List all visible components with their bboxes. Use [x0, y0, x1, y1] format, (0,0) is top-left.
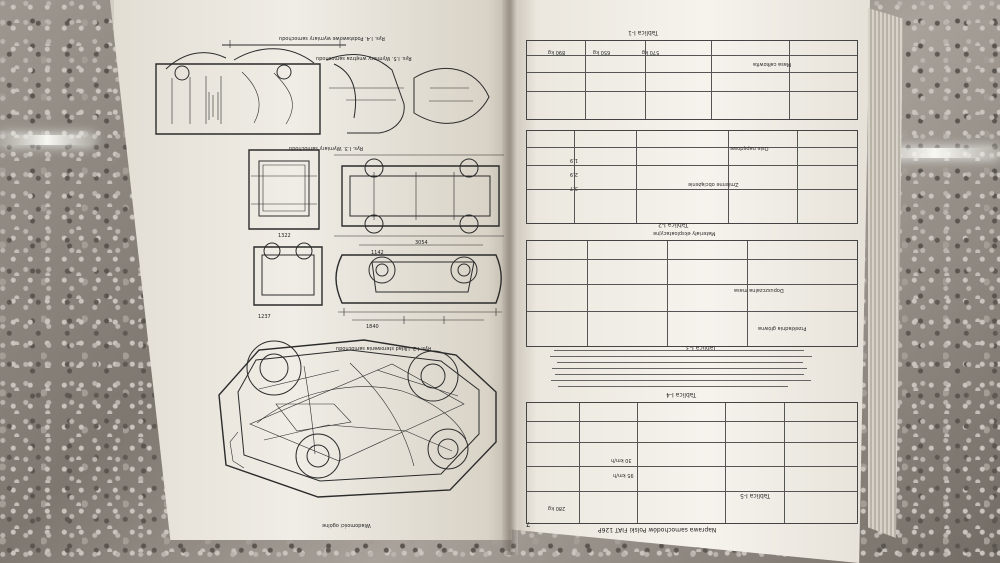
right-page-header: Naprawa samochodów Polski FIAT 126P: [598, 526, 717, 533]
table-upper-middle: [526, 130, 858, 224]
table-title: Tablica I-2: [658, 221, 689, 228]
car-top-and-side-views: 1142 3054 1840 1237 1322: [248, 149, 504, 330]
table-title: Tablica I-5: [740, 492, 771, 499]
table-value: 650 kg: [593, 49, 611, 55]
dimension-label: 1322: [278, 233, 291, 239]
dimension-label: 3054: [415, 240, 428, 246]
table-snippet: Materiały eksploatacyjne: [653, 230, 716, 236]
table-value: 570 kg: [642, 49, 660, 55]
table-value: 280 kg: [548, 505, 566, 511]
table-value: 3,7: [570, 185, 578, 191]
table-snippet: Masa całkowita: [753, 61, 792, 67]
table-title: Tablica I-1: [628, 29, 659, 36]
table-value: 2,9: [570, 171, 578, 177]
right-page: Naprawa samochodów Polski FIAT 126P 7 Ta…: [508, 0, 870, 563]
left-page-footer: Wiadomości ogólne: [322, 522, 371, 528]
table-value: 30 km/h: [611, 457, 632, 463]
body-text-block: [550, 346, 820, 394]
car-underside-perspective: [218, 339, 497, 498]
page-stack-edge: [868, 8, 903, 538]
left-page: Rys. I.4. Podstawowe wymiary samochodu R…: [110, 0, 512, 540]
table-snippet: Przekładnia główna: [758, 325, 807, 331]
table-snippet: Zmienne obciążenie: [688, 181, 739, 187]
open-book: Rys. I.4. Podstawowe wymiary samochodu R…: [110, 0, 903, 563]
table-value: 1,9: [570, 157, 578, 163]
dimension-label: 1237: [258, 314, 271, 320]
table-snippet: Osie napędowe: [730, 145, 769, 151]
light-reflection-right: [870, 148, 1000, 158]
light-reflection-left: [0, 135, 95, 145]
dimension-label: 1840: [366, 324, 379, 330]
interior-top-diagram: [155, 40, 490, 135]
table-value: 95 km/h: [613, 472, 634, 478]
table-value: 890 kg: [548, 49, 566, 55]
table-snippet: Dopuszczalna masa: [734, 287, 784, 293]
dimension-label: 1142: [371, 250, 384, 256]
book-spine-shadow: [502, 0, 518, 555]
table-top-right: [526, 40, 858, 120]
table-lower-middle: [526, 240, 858, 347]
table-bottom-right: [526, 402, 858, 524]
left-page-number: 6: [142, 522, 146, 529]
